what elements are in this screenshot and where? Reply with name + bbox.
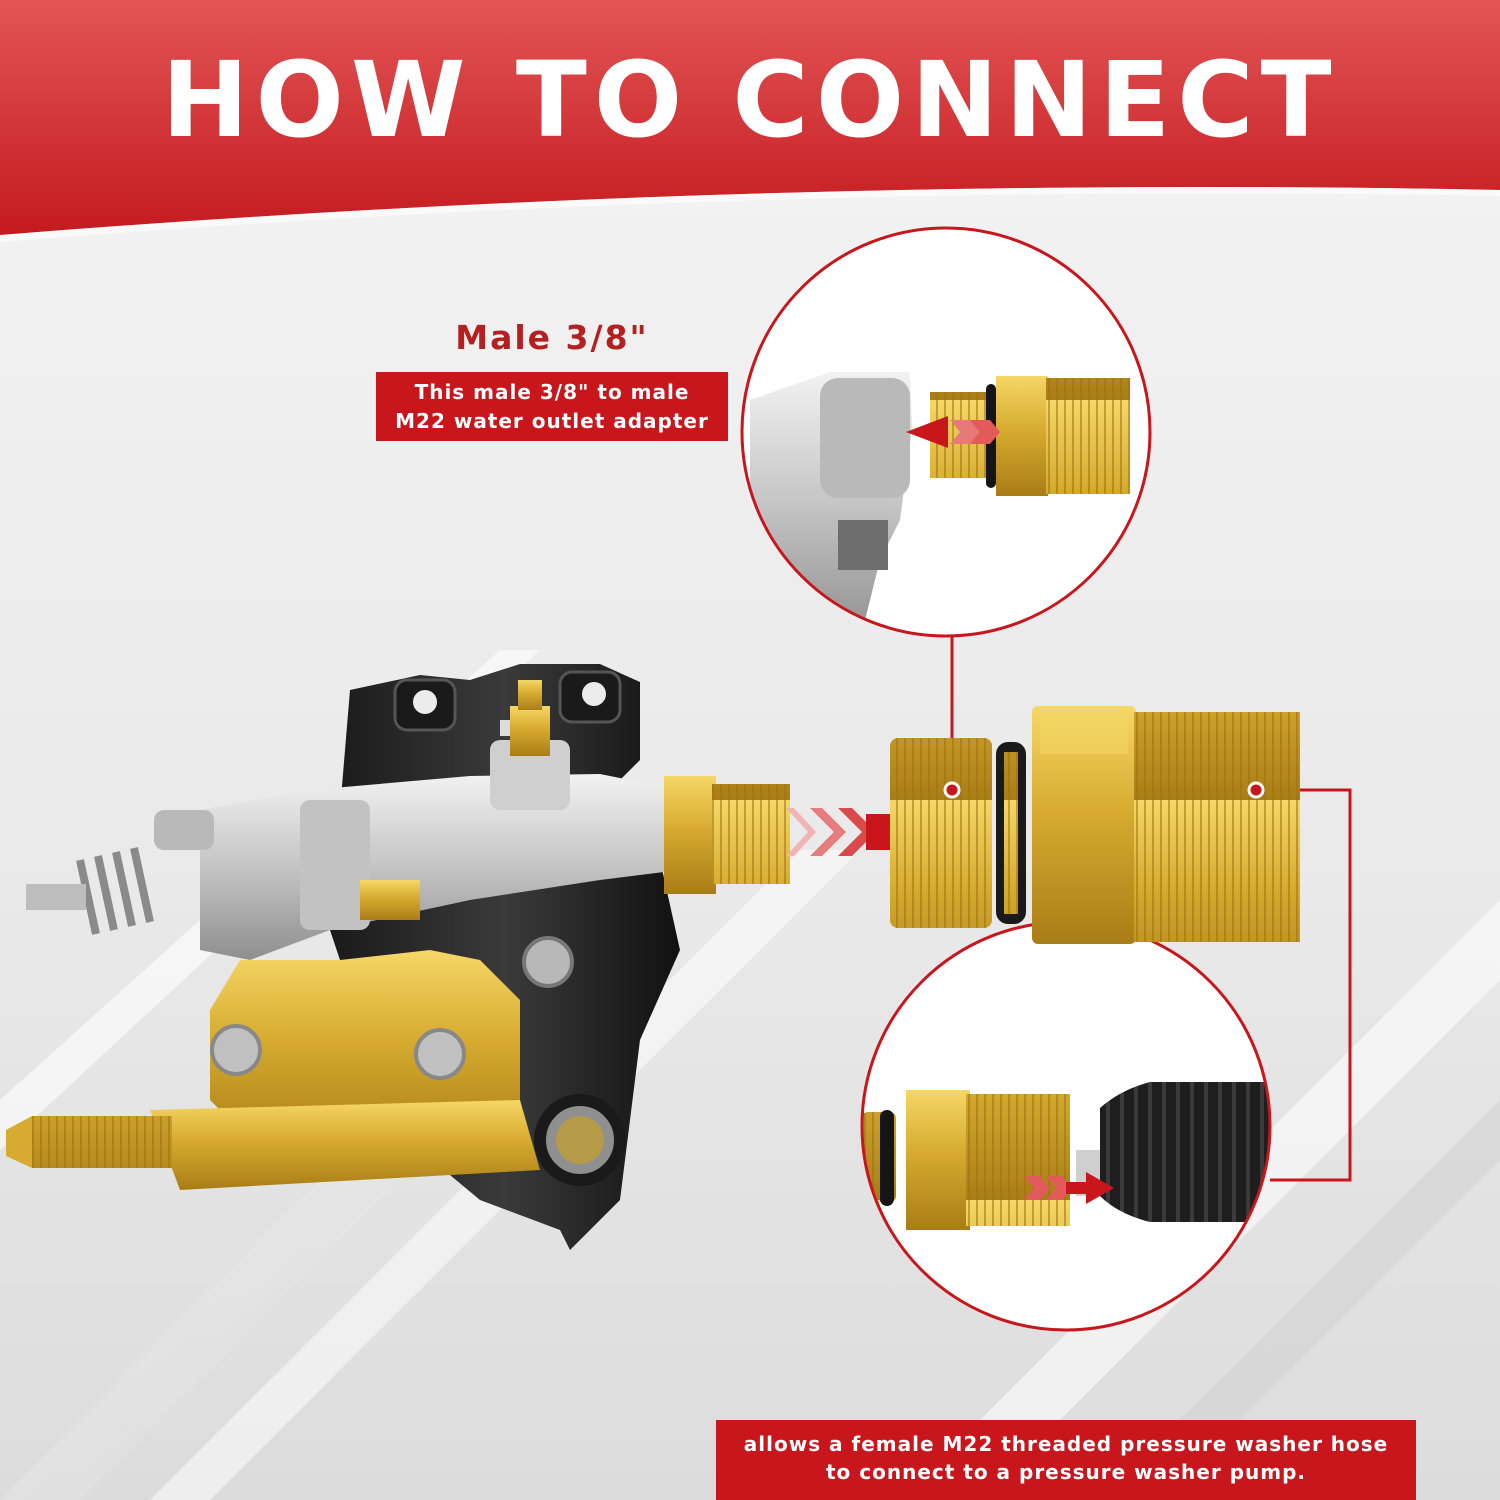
title-banner [0, 0, 1500, 242]
description-line: This male 3/8" to male [414, 380, 690, 404]
description-line: allows a female M22 threaded pressure wa… [743, 1432, 1389, 1456]
zoom-circle-top [740, 226, 1152, 638]
description-line: to connect to a pressure washer pump. [826, 1460, 1306, 1484]
pump-illustration [6, 664, 790, 1250]
male-3-8-description: This male 3/8" to male M22 water outlet … [376, 372, 728, 441]
male-m22-description: allows a female M22 threaded pressure wa… [716, 1420, 1416, 1500]
male-3-8-heading: Male 3/8" [455, 318, 649, 357]
page-title: HOW TO CONNECT [161, 39, 1339, 161]
description-line: M22 water outlet adapter [395, 409, 709, 433]
zoom-circle-bottom [860, 920, 1272, 1332]
adapter-large [890, 706, 1300, 944]
